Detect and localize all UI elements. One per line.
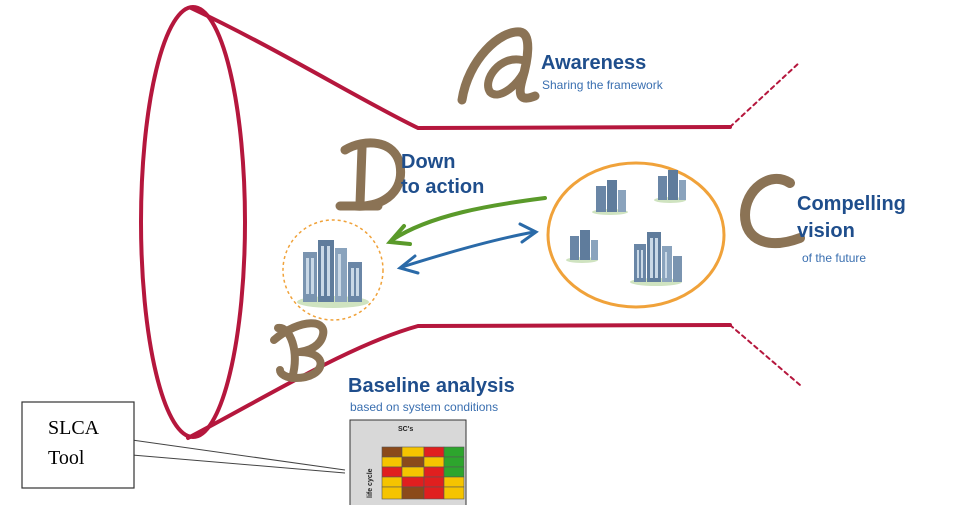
compelling-subtitle: of the future (802, 251, 866, 265)
funnel-mouth (139, 5, 247, 439)
letter-d-glyph (335, 138, 406, 211)
present-city (282, 219, 384, 321)
city-buildings-icon (630, 232, 682, 286)
city-buildings-icon (297, 240, 369, 308)
matrix-cells (381, 446, 465, 500)
callout-line2: Tool (48, 447, 85, 469)
callout-pointer (131, 439, 346, 474)
compelling-title-line1: Compelling (797, 193, 906, 215)
compelling-title-line2: vision (797, 220, 855, 242)
step-a: Awareness Sharing the framework (457, 27, 664, 105)
slca-callout: SLCA Tool (21, 401, 346, 489)
green-arrow-head (385, 224, 412, 246)
future-vision (546, 161, 726, 309)
callout-box (21, 401, 135, 489)
step-b: Baseline analysis based on system condit… (270, 319, 515, 414)
matrix-thumbnail: SC's life cycle (349, 419, 467, 505)
vision-circle (546, 161, 726, 309)
awareness-title: Awareness (541, 52, 646, 74)
step-d: Down to action (335, 138, 484, 211)
city-buildings-icon (654, 170, 686, 203)
city-buildings-icon (592, 180, 628, 215)
letter-a-bowl (484, 55, 528, 99)
blue-arrow-head-right (518, 222, 539, 244)
funnel-top-dashed-extension (729, 61, 801, 128)
blue-arrow-head-left (396, 254, 420, 275)
letter-b-glyph (270, 319, 328, 383)
callout-line1: SLCA (48, 417, 100, 439)
present-city-circle (282, 219, 384, 321)
matrix-row-header: life cycle (367, 468, 374, 498)
step-c: Compelling vision of the future (739, 173, 906, 265)
city-buildings-icon (566, 230, 598, 263)
baseline-title: Baseline analysis (348, 375, 515, 397)
funnel (139, 5, 801, 440)
letter-c-glyph (739, 173, 805, 249)
funnel-top-wall (189, 6, 732, 131)
awareness-subtitle: Sharing the framework (542, 78, 664, 92)
green-action-arrow (390, 196, 547, 242)
baseline-subtitle: based on system conditions (350, 400, 498, 414)
arrows (385, 196, 547, 275)
letter-a-glyph (457, 27, 540, 105)
down-title-line2: to action (401, 176, 484, 198)
matrix-column-header: SC's (398, 426, 413, 433)
down-title-line1: Down (401, 151, 455, 173)
funnel-bottom-dashed-extension (729, 324, 801, 386)
blue-double-arrow (400, 230, 536, 269)
